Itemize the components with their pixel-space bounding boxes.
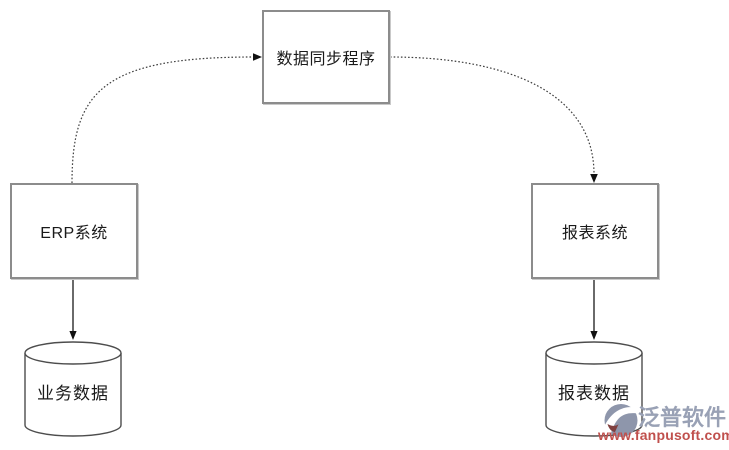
cylinder-shape xyxy=(24,341,122,437)
arrowhead-erp-to-business-data xyxy=(69,331,77,340)
arrowhead-sync-to-report xyxy=(590,174,598,183)
watermark: 泛普软件 www.fanpusoft.com xyxy=(598,396,729,444)
node-report-system-label: 报表系统 xyxy=(561,225,628,242)
node-erp-system: ERP系统 xyxy=(10,183,138,279)
watermark-url: www.fanpusoft.com xyxy=(598,427,729,443)
node-report-data-label: 报表数据 xyxy=(558,384,630,403)
node-business-data: 业务数据 xyxy=(24,341,122,437)
edge-erp-to-sync xyxy=(71,56,254,184)
node-erp-system-label: ERP系统 xyxy=(40,225,108,242)
node-business-data-label: 业务数据 xyxy=(37,384,109,403)
fanpu-logo-icon xyxy=(604,404,638,437)
node-report-system: 报表系统 xyxy=(531,183,659,279)
node-sync-program: 数据同步程序 xyxy=(262,10,390,104)
edge-sync-to-report xyxy=(389,56,595,175)
arrowhead-erp-to-sync xyxy=(253,53,262,61)
arrowhead-report-to-report-data xyxy=(590,331,598,340)
watermark-brand: 泛普软件 xyxy=(638,405,727,430)
node-sync-program-label: 数据同步程序 xyxy=(276,51,376,68)
